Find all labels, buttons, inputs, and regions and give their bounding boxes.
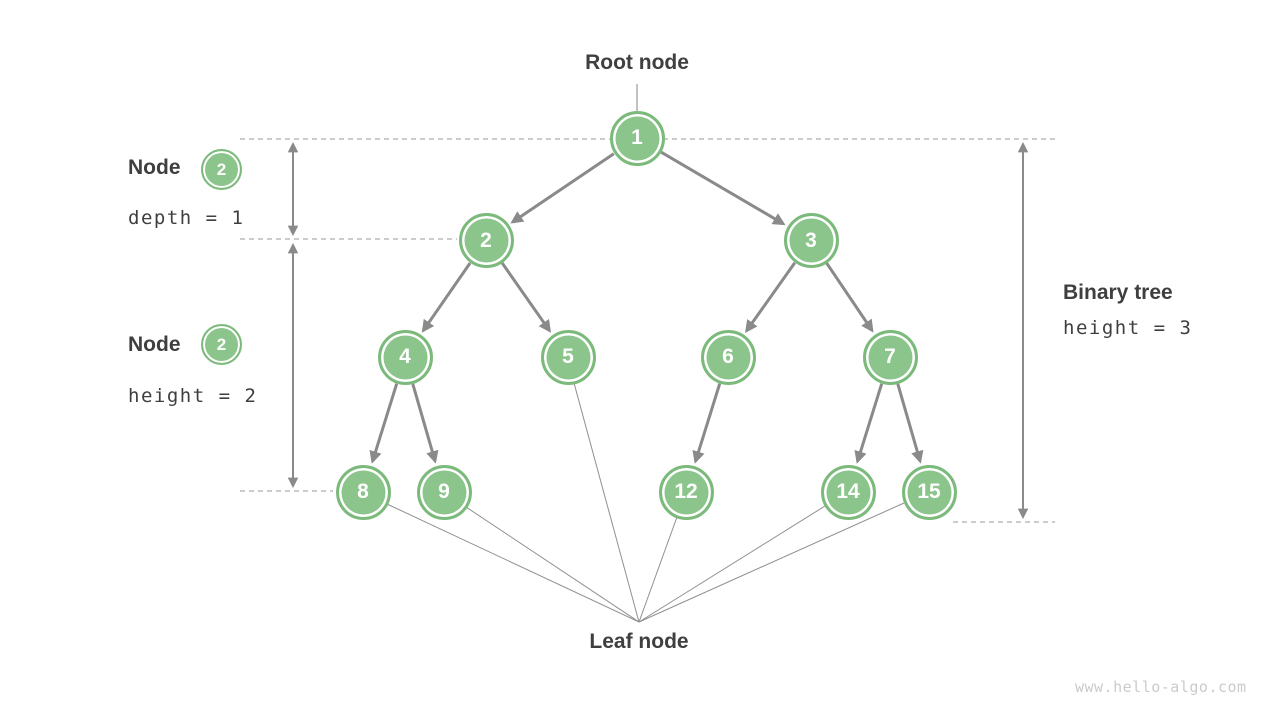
tree-node-value: 9 xyxy=(438,480,450,503)
tree-node-3: 3 xyxy=(783,213,839,268)
tree-node-value: 3 xyxy=(805,228,817,252)
root-node-label: Root node xyxy=(585,51,689,74)
edge-1-2 xyxy=(510,152,615,224)
tree-height-annotation-formula: height = 3 xyxy=(1063,317,1193,339)
tree-node-value: 1 xyxy=(631,126,643,149)
tree-height-annotation-title: Binary tree xyxy=(1063,281,1173,304)
leaf-line-5 xyxy=(573,382,640,623)
leaf-line-14 xyxy=(638,505,826,623)
tree-node-value: 14 xyxy=(836,480,860,503)
tree-node-value: 2 xyxy=(480,228,492,252)
edge-7-15 xyxy=(896,383,924,464)
tree-node-15: 15 xyxy=(901,464,957,520)
tree-edges xyxy=(369,150,924,464)
tree-node-value: 7 xyxy=(884,345,896,368)
node-height-annotation-node-badge: 2 xyxy=(201,324,242,365)
depth-annotation-formula: depth = 1 xyxy=(128,207,245,229)
edge-2-4 xyxy=(421,262,472,333)
tree-node-value: 15 xyxy=(917,480,941,503)
edge-6-12 xyxy=(692,383,722,464)
badge-value: 2 xyxy=(216,159,227,179)
tree-node-5: 5 xyxy=(540,329,596,385)
measure-arrows xyxy=(287,141,1029,520)
tree-node-14: 14 xyxy=(820,464,876,520)
leaf-line-15 xyxy=(638,502,905,623)
depth-annotation-node-badge: 2 xyxy=(201,149,242,190)
leaf-node-label: Leaf node xyxy=(589,630,689,653)
edge-3-6 xyxy=(745,261,797,333)
tree-node-value: 12 xyxy=(674,480,698,503)
tree-node-value: 6 xyxy=(722,345,734,368)
watermark-url: www.hello-algo.com xyxy=(1075,678,1247,696)
leaf-pointer-lines xyxy=(386,382,905,623)
leaf-line-8 xyxy=(386,503,640,623)
tree-node-4: 4 xyxy=(377,329,433,385)
node-height-annotation-title: Node xyxy=(128,333,181,356)
edge-4-8 xyxy=(369,383,399,464)
tree-node-value: 8 xyxy=(357,480,369,503)
edge-2-5 xyxy=(500,262,552,333)
tree-node-12: 12 xyxy=(658,464,714,520)
tree-node-value: 4 xyxy=(399,345,411,368)
node-height-annotation-formula: height = 2 xyxy=(128,385,258,407)
edge-4-9 xyxy=(411,383,439,464)
leaf-line-12 xyxy=(638,516,678,623)
edge-3-7 xyxy=(825,262,874,333)
tree-node-8: 8 xyxy=(335,464,391,520)
tree-node-9: 9 xyxy=(416,464,472,520)
tree-node-1: 1 xyxy=(609,110,665,166)
edge-1-3 xyxy=(660,150,786,226)
tree-node-7: 7 xyxy=(862,329,918,385)
tree-node-value: 5 xyxy=(562,345,574,368)
badge-value: 2 xyxy=(216,334,227,354)
tree-node-2: 2 xyxy=(458,213,514,268)
leaf-line-9 xyxy=(465,506,640,623)
tree-node-6: 6 xyxy=(700,329,756,385)
edge-7-14 xyxy=(854,383,884,464)
depth-annotation-title: Node xyxy=(128,156,181,179)
